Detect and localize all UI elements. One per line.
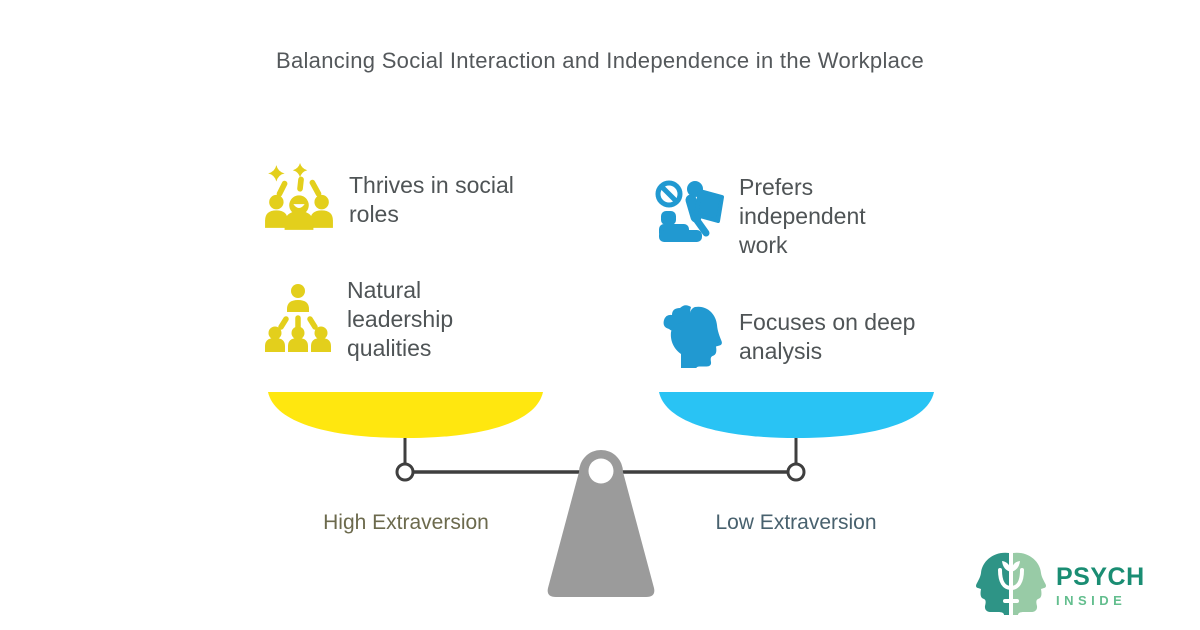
psi-symbol	[998, 561, 1024, 603]
analytical-mind-icon	[655, 298, 725, 373]
feature-text: Focuses on deep analysis	[739, 309, 916, 364]
feature-leadership: Natural leadership qualities	[263, 276, 472, 363]
leadership-hierarchy-icon	[263, 282, 333, 357]
do-not-disturb-reading-icon	[655, 174, 725, 249]
high-extraversion-label: High Extraversion	[323, 511, 489, 534]
feature-thrives-social: Thrives in social roles	[263, 162, 531, 239]
page-title: Balancing Social Interaction and Indepen…	[275, 48, 925, 73]
fulcrum	[547, 450, 655, 597]
left-pivot	[395, 462, 415, 482]
left-pan	[268, 392, 543, 438]
right-pivot	[786, 462, 806, 482]
feature-text: Natural leadership qualities	[347, 277, 454, 361]
fulcrum-hole	[588, 458, 614, 484]
feature-deep-analysis: Focuses on deep analysis	[655, 298, 929, 373]
feature-independent-work: Prefers independent work	[655, 164, 879, 260]
right-pan	[659, 392, 934, 438]
celebrating-team-icon	[263, 162, 335, 239]
feature-text: Prefers independent work	[739, 174, 866, 258]
two-heads-psi-icon	[976, 549, 1046, 622]
psych-inside-logo: PSYCH INSIDE	[976, 549, 1145, 622]
low-extraversion-label: Low Extraversion	[715, 511, 877, 534]
feature-text: Thrives in social roles	[349, 172, 514, 227]
logo-tagline: INSIDE	[1056, 592, 1127, 608]
logo-brand: PSYCH	[1056, 562, 1145, 591]
